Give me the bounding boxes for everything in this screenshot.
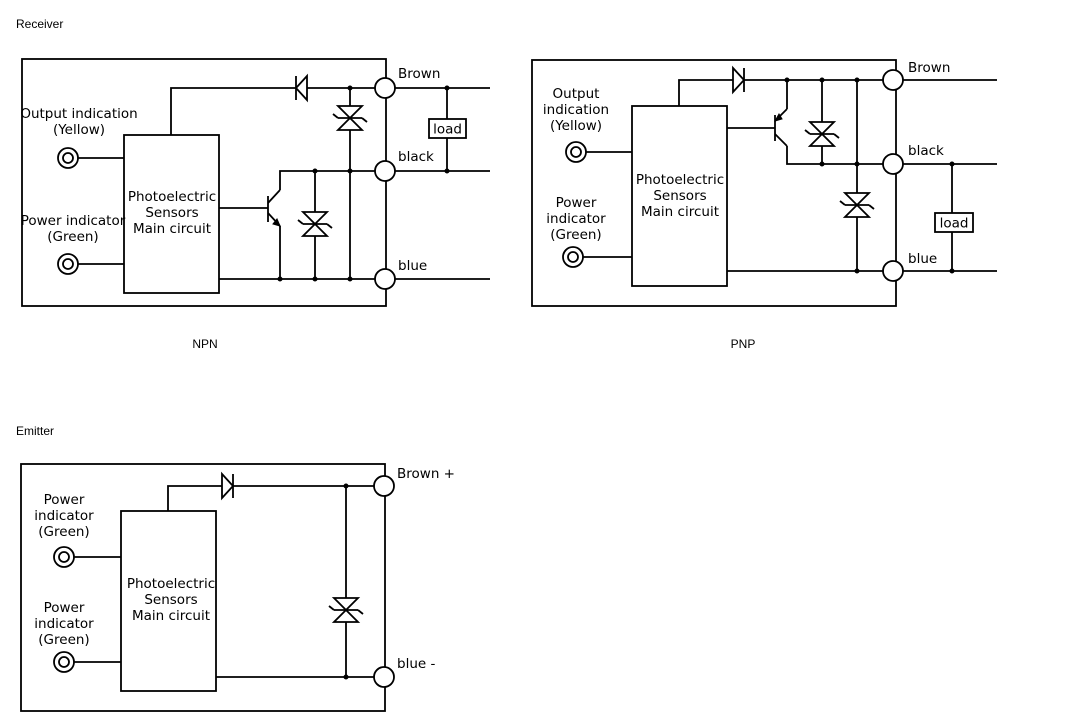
emitter-indicator-1-line1: Power xyxy=(44,492,85,508)
pnp-main-circuit-line3: Main circuit xyxy=(641,204,719,220)
pnp-enclosure xyxy=(531,59,897,307)
emitter-zener-icon xyxy=(328,597,364,623)
emitter-blue-label: blue - xyxy=(397,656,435,672)
npn-main-circuit-line3: Main circuit xyxy=(133,221,211,237)
npn-enclosure xyxy=(21,58,387,307)
npn-zener-icon-outer xyxy=(332,105,368,131)
pnp-load-label: load xyxy=(940,216,969,232)
emitter-indicator-1-line2: indicator xyxy=(34,508,94,524)
pnp-power-indicator-color: (Green) xyxy=(550,227,601,243)
emitter-indicator-2-color: (Green) xyxy=(38,632,89,648)
pnp-transistor-icon xyxy=(773,108,788,147)
npn-main-circuit-block xyxy=(123,134,220,294)
pnp-diode-icon xyxy=(732,65,746,95)
pnp-caption: PNP xyxy=(730,337,756,351)
pnp-output-indicator-line2: indication xyxy=(543,102,609,118)
pnp-blue-label: blue xyxy=(908,251,937,267)
emitter-enclosure xyxy=(20,463,386,712)
npn-zener-icon-inner xyxy=(297,211,333,237)
emitter-indicator-2-icon xyxy=(53,651,121,673)
emitter-blue-terminal xyxy=(373,666,395,688)
pnp-black-terminal xyxy=(882,153,904,175)
npn-black-terminal xyxy=(374,160,396,182)
npn-transistor-icon xyxy=(267,189,281,227)
npn-brown-terminal xyxy=(374,77,396,99)
emitter-brown-label: Brown + xyxy=(397,466,455,482)
pnp-main-circuit-line2: Sensors xyxy=(653,188,706,204)
emitter-indicator-1-icon xyxy=(53,546,121,568)
npn-blue-terminal xyxy=(374,268,396,290)
pnp-load-box xyxy=(934,212,974,233)
emitter-brown-terminal xyxy=(373,475,395,497)
npn-caption: NPN xyxy=(192,337,218,351)
pnp-power-indicator-icon xyxy=(562,246,632,268)
pnp-power-indicator-line1: Power xyxy=(556,195,597,211)
pnp-output-indicator-color: (Yellow) xyxy=(550,118,602,134)
receiver-section-label: Receiver xyxy=(16,17,64,31)
npn-diode-icon xyxy=(294,73,308,103)
pnp-output-indicator-icon xyxy=(565,141,632,163)
npn-output-indicator-label: Output indication xyxy=(20,106,137,122)
pnp-zener-icon-inner xyxy=(804,121,840,147)
pnp-main-circuit-line1: Photoelectric xyxy=(636,172,724,188)
pnp-brown-label: Brown xyxy=(908,60,950,76)
npn-output-indicator-color: (Yellow) xyxy=(53,122,105,138)
emitter-main-circuit-line3: Main circuit xyxy=(132,608,210,624)
npn-output-indicator-icon xyxy=(57,147,124,169)
npn-power-indicator-label: Power indicator xyxy=(21,213,126,229)
pnp-diagram: Photoelectric Sensors Main circuit Outpu… xyxy=(531,59,997,307)
pnp-output-indicator-line1: Output xyxy=(553,86,600,102)
emitter-main-circuit-block xyxy=(120,510,217,692)
npn-main-circuit-line2: Sensors xyxy=(145,205,198,221)
emitter-indicator-1-color: (Green) xyxy=(38,524,89,540)
npn-load-box xyxy=(428,118,467,139)
npn-black-label: black xyxy=(398,149,434,165)
emitter-diode-icon xyxy=(221,471,235,501)
emitter-main-circuit-line1: Photoelectric xyxy=(127,576,215,592)
npn-load-label: load xyxy=(433,122,462,138)
emitter-main-circuit-line2: Sensors xyxy=(144,592,197,608)
emitter-indicator-2-line2: indicator xyxy=(34,616,94,632)
npn-power-indicator-color: (Green) xyxy=(47,229,98,245)
pnp-black-label: black xyxy=(908,143,944,159)
npn-diagram: Photoelectric Sensors Main circuit Outpu… xyxy=(20,58,490,307)
pnp-zener-icon-outer xyxy=(839,192,875,218)
pnp-main-circuit-block xyxy=(631,105,728,287)
pnp-brown-terminal xyxy=(882,69,904,91)
emitter-section-label: Emitter xyxy=(16,424,55,438)
emitter-diagram: Photoelectric Sensors Main circuit Power… xyxy=(20,463,455,712)
npn-main-circuit-line1: Photoelectric xyxy=(128,189,216,205)
pnp-power-indicator-line2: indicator xyxy=(546,211,606,227)
npn-blue-label: blue xyxy=(398,258,427,274)
npn-brown-label: Brown xyxy=(398,66,440,82)
emitter-indicator-2-line1: Power xyxy=(44,600,85,616)
npn-power-indicator-icon xyxy=(57,253,124,275)
pnp-blue-terminal xyxy=(882,260,904,282)
